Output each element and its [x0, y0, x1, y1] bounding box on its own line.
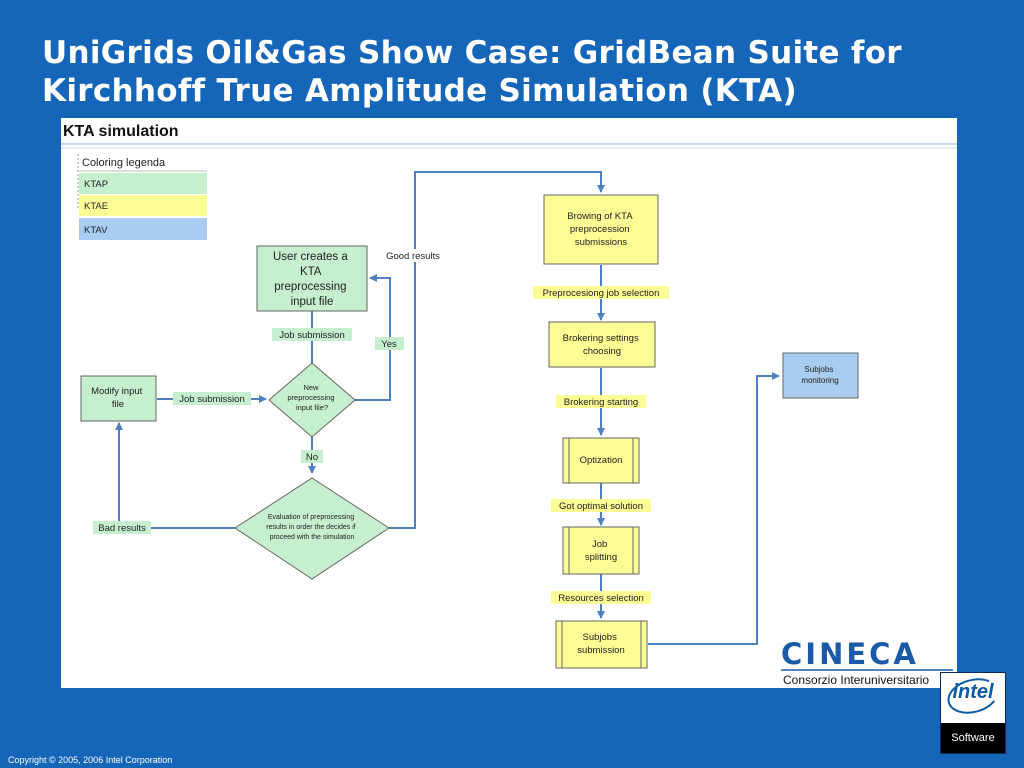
label-got-optimal-solution: Got optimal solution — [559, 501, 643, 512]
edge-bad-results-to-modify — [115, 422, 236, 529]
coloring-legend: Coloring legenda KTAP KTAE KTAV — [77, 154, 207, 240]
node-brokering-settings: Brokering settings choosing — [548, 321, 656, 368]
cineca-logo-subtitle: Consorzio Interuniversitario — [783, 673, 929, 687]
intel-software-label: Software — [941, 723, 1005, 753]
label-job-submission-top: Job submission — [279, 330, 344, 341]
flow-edges — [115, 171, 780, 645]
svg-text:Browing of KTA preproc: Browing of KTA preprocession submissions — [567, 211, 634, 248]
cineca-logo: CINECA Consorzio Interuniversitario — [781, 637, 953, 687]
node-user-creates-input: User creates a KTA preprocessing input f… — [256, 245, 368, 312]
legend-label-ktae: KTAE — [84, 201, 108, 212]
svg-text:Optization: Optization — [580, 455, 623, 466]
legend-label-ktav: KTAV — [84, 225, 108, 236]
node-subjobs-monitoring: Subjobs monitoring — [782, 352, 859, 399]
label-good-results: Good results — [386, 251, 440, 262]
svg-text:Brokering settings cho: Brokering settings choosing — [563, 333, 642, 357]
node-job-splitting: Job splitting — [562, 526, 640, 575]
legend-swatch-ktap — [79, 173, 207, 194]
edge-good-results-to-browsing — [388, 171, 605, 529]
copyright-text: Copyright © 2005, 2006 Intel Corporation — [8, 755, 173, 765]
slide-title: UniGrids Oil&Gas Show Case: GridBean Sui… — [42, 34, 1002, 110]
node-new-file-decision: New preprocessing input file? — [268, 362, 356, 438]
legend-swatch-ktav — [79, 218, 207, 240]
cineca-logo-name: CINECA — [781, 637, 919, 671]
svg-text:User creates a KTA: User creates a KTA preprocessing input f… — [273, 251, 351, 308]
node-modify-input-file: Modify input file — [80, 375, 157, 422]
label-yes: Yes — [381, 339, 397, 350]
legend-title: Coloring legenda — [82, 157, 166, 169]
edge-submission-to-monitoring — [648, 372, 780, 645]
label-preprocessing-job-selection: Preprocesiong job selection — [543, 288, 660, 299]
slide-title-line-1: UniGrids Oil&Gas Show Case: GridBean Sui… — [42, 35, 902, 71]
svg-text:Job splitting: Job splitting — [585, 539, 617, 563]
svg-text:Subjobs submission: Subjobs submission — [577, 632, 625, 656]
slide-title-line-2: Kirchhoff True Amplitude Simulation (KTA… — [42, 73, 797, 109]
label-brokering-starting: Brokering starting — [564, 397, 638, 408]
label-no: No — [306, 452, 318, 463]
legend-swatch-ktae — [79, 195, 207, 216]
intel-software-logo: intel Software — [940, 672, 1006, 754]
diagram-panel: KTA simulation Coloring legenda KTAP KTA… — [61, 118, 957, 688]
svg-text:Evaluation of preprocessing: Evaluation of preprocessing results in o… — [266, 514, 357, 541]
label-job-submission-left: Job submission — [179, 394, 244, 405]
label-resources-selection: Resources selection — [558, 593, 644, 604]
legend-label-ktap: KTAP — [84, 179, 108, 190]
svg-text:Modify input file: Modify input file — [91, 386, 145, 410]
node-optimization: Optization — [562, 437, 640, 484]
node-subjobs-submission: Subjobs submission — [555, 620, 648, 669]
svg-text:New preprocessing: New preprocessing input file? — [287, 383, 336, 412]
label-bad-results: Bad results — [98, 523, 146, 534]
node-browsing-submissions: Browing of KTA preprocession submissions — [543, 194, 659, 265]
diagram-heading: KTA simulation — [63, 123, 179, 140]
node-evaluation-decision: Evaluation of preprocessing results in o… — [234, 477, 390, 580]
intel-logo-word: intel — [952, 681, 994, 703]
kta-flowchart: KTA simulation Coloring legenda KTAP KTA… — [61, 123, 957, 687]
svg-text:Subjobs monitoring: Subjobs monitoring — [801, 365, 838, 385]
